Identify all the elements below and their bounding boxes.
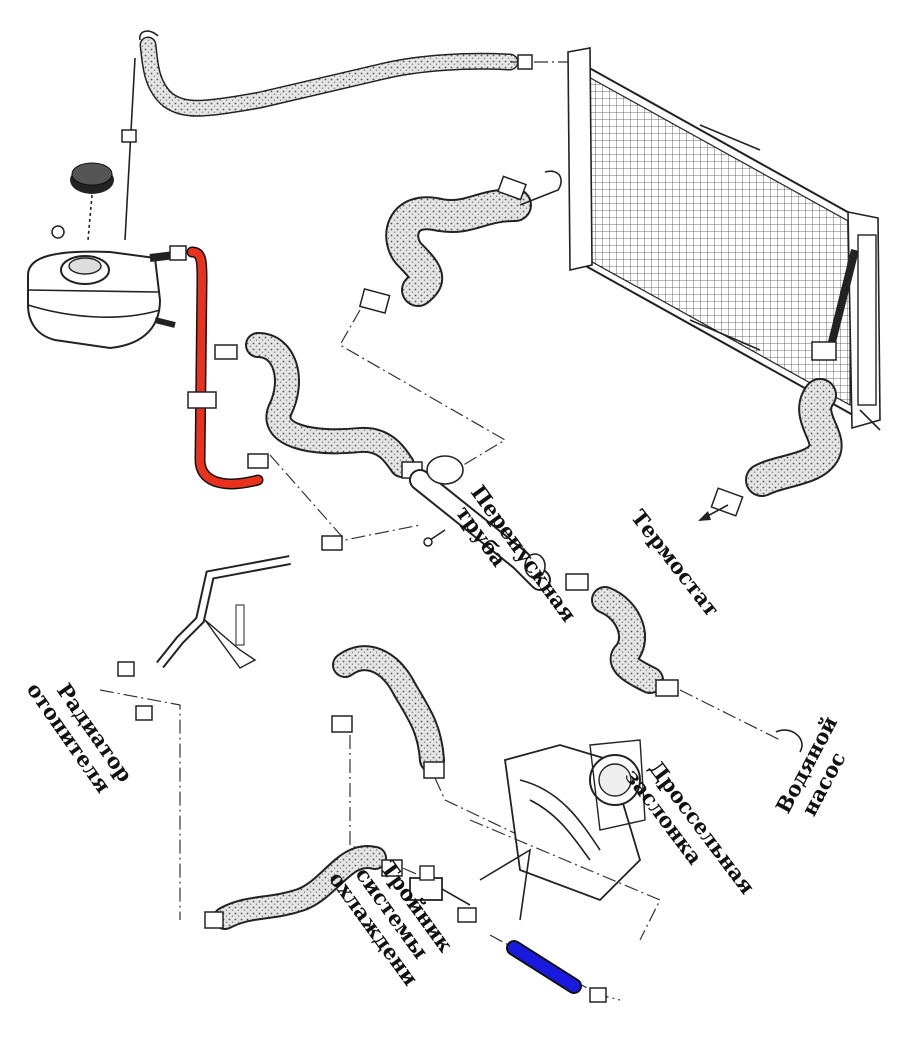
water-pump-outlet <box>775 729 803 753</box>
heater-supply-hose <box>204 845 403 930</box>
label-thermostat: Термостат <box>626 505 725 622</box>
bypass-pipe <box>409 455 551 591</box>
clamp <box>517 54 533 70</box>
water-pump-hose <box>565 573 679 697</box>
heater-pipe-bracket <box>156 555 291 669</box>
leader-line <box>339 309 507 471</box>
radiator-lower-hose <box>710 249 859 517</box>
tank-vent-line <box>124 57 136 241</box>
upper-overflow-hose <box>139 30 519 117</box>
leader-line <box>99 689 181 920</box>
throttle-body <box>504 739 646 902</box>
radiator <box>567 47 881 431</box>
expansion-tank <box>27 250 176 350</box>
heater-return-hose <box>214 332 423 479</box>
label-water-pump: Водяной насос <box>770 705 867 828</box>
label-heater-radiator: Радиатор отопителя <box>22 664 142 806</box>
tank-nut <box>51 225 65 239</box>
tank-cap <box>70 162 114 241</box>
clamp <box>121 129 137 143</box>
radiator-upper-hose <box>358 170 562 314</box>
label-bypass-pipe: Перепускная труба <box>447 480 586 646</box>
label-throttle: Дроссельная заслонка <box>620 750 765 919</box>
coolant-tee <box>409 848 532 923</box>
throttle-feed-hose <box>331 645 445 779</box>
